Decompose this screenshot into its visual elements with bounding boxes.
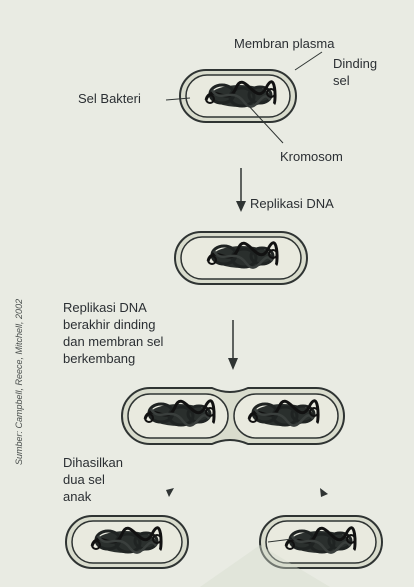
label-dihasilkan-2: dua sel [63,472,105,488]
arrowhead-right [320,488,328,497]
source-credit: Sumber: Campbell, Reece, Mitchell, 2002 [14,299,24,465]
daughter-cell-left [66,516,188,568]
label-dihasilkan-3: anak [63,489,91,505]
label-sel-bakteri: Sel Bakteri [78,91,141,107]
label-replikasi-berakhir-1: Replikasi DNA [63,300,147,316]
label-replikasi-dna: Replikasi DNA [250,196,334,212]
arrow-down-2 [228,320,238,370]
label-replikasi-berakhir-2: berakhir dinding [63,317,156,333]
label-dinding-sel-1: Dinding [333,56,377,72]
label-kromosom: Kromosom [280,149,343,165]
label-replikasi-berakhir-3: dan membran sel [63,334,163,350]
label-dihasilkan-1: Dihasilkan [63,455,123,471]
pointer-membran-plasma [295,52,322,70]
bacterial-cell [180,70,296,122]
replicating-cell [175,232,307,284]
label-dinding-sel-2: sel [333,73,350,89]
label-replikasi-berakhir-4: berkembang [63,351,135,367]
arrow-down-1 [236,168,246,212]
arrowhead-left [166,488,174,497]
dividing-cell [122,388,344,444]
label-membran-plasma: Membran plasma [234,36,334,52]
